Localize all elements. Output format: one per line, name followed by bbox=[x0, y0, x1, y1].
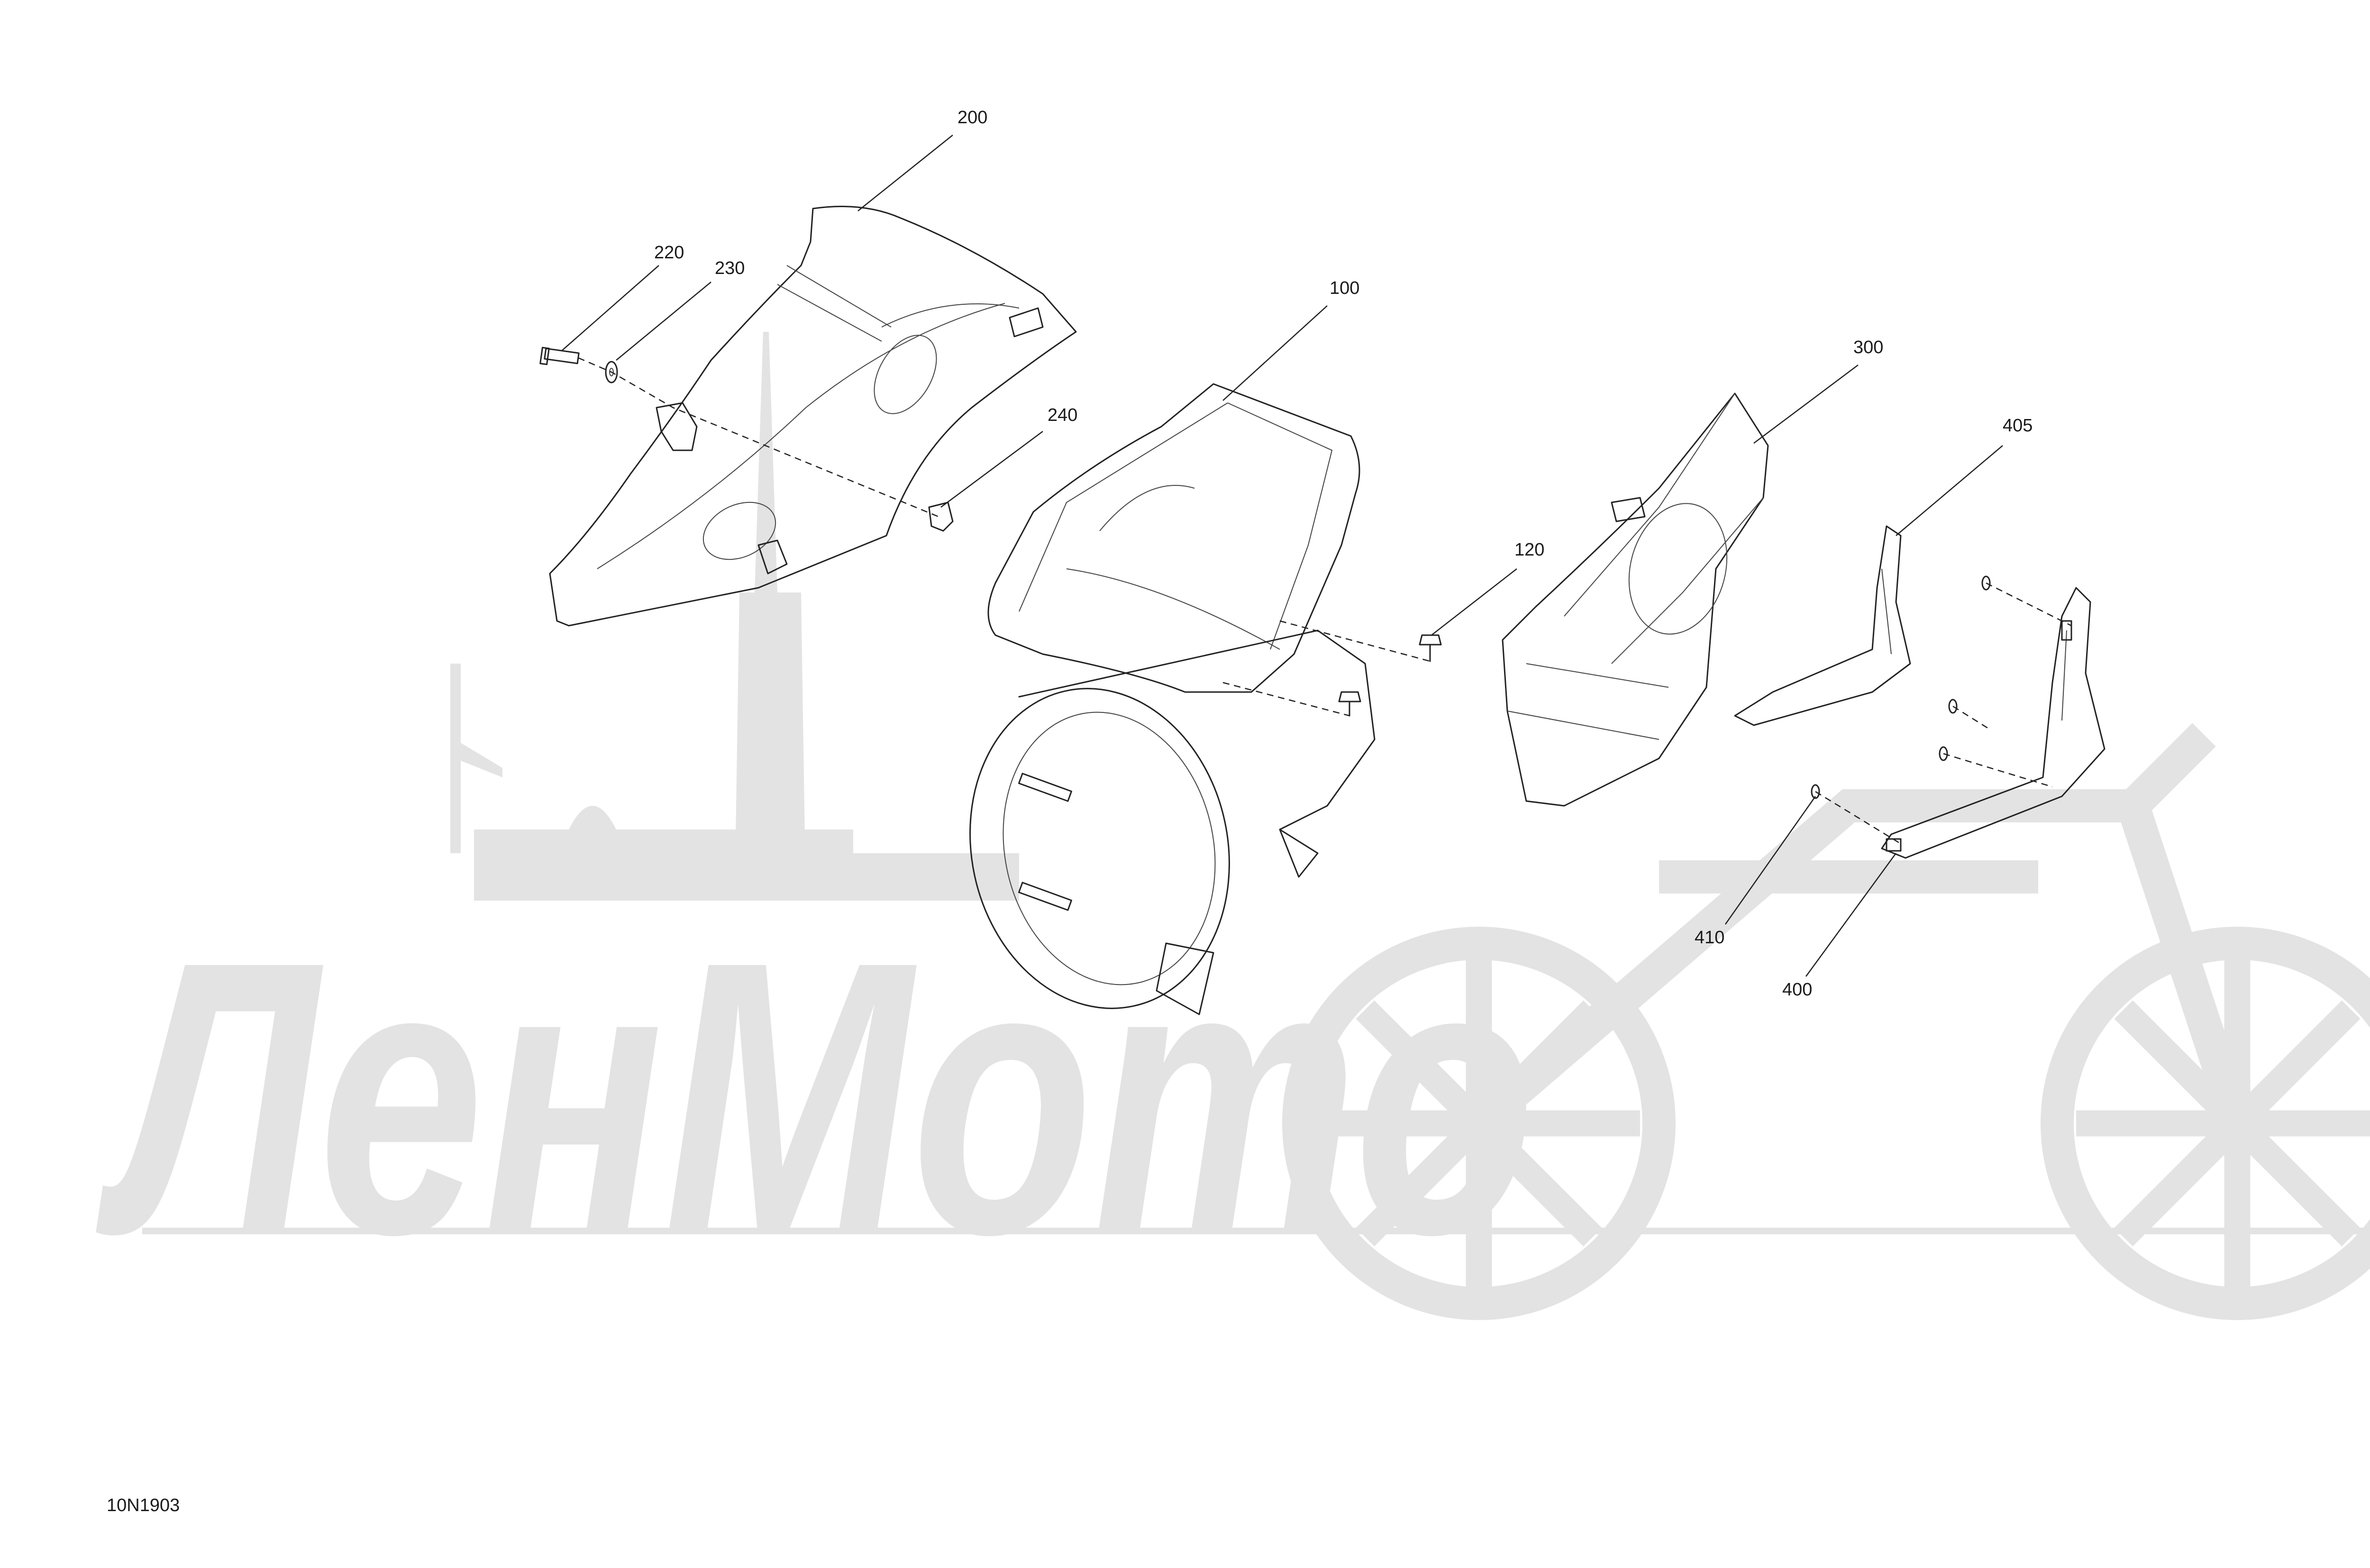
part-220-bolt bbox=[539, 346, 580, 365]
part-400-deflector bbox=[1881, 587, 2106, 859]
watermark-motorcycle bbox=[1282, 723, 2370, 1320]
watermark-text: ЛенМото bbox=[95, 881, 1536, 1315]
callout-120: 120 bbox=[1514, 540, 1544, 560]
part-120-screws bbox=[1338, 634, 1442, 717]
part-230-washer bbox=[605, 361, 618, 383]
callout-410: 410 bbox=[1695, 928, 1724, 948]
callout-labels: 200 220 230 240 100 120 300 405 410 400 bbox=[654, 108, 2033, 1000]
callout-400: 400 bbox=[1782, 980, 1812, 1000]
callout-230: 230 bbox=[715, 258, 745, 278]
leader-lines bbox=[561, 135, 2003, 977]
callout-240: 240 bbox=[1048, 405, 1077, 425]
drawing-id: 10N1903 bbox=[107, 1495, 180, 1515]
callout-100: 100 bbox=[1330, 278, 1359, 298]
watermark-skyline bbox=[450, 332, 1019, 901]
callout-300: 300 bbox=[1853, 337, 1883, 357]
watermark: ЛенМото bbox=[95, 332, 2370, 1320]
watermark-wheel-spokes bbox=[1318, 957, 2370, 1289]
part-100-fan-housing bbox=[969, 383, 1376, 1015]
part-300-airbox bbox=[1502, 392, 1769, 807]
callout-405: 405 bbox=[2003, 416, 2033, 436]
part-200-cover bbox=[549, 206, 1077, 627]
watermark-baseline bbox=[142, 1228, 2370, 1234]
assembly-lines bbox=[578, 357, 2072, 845]
callout-200: 200 bbox=[957, 108, 987, 128]
part-410-rivets bbox=[1811, 575, 1991, 799]
callout-220: 220 bbox=[654, 243, 684, 263]
part-405-deflector bbox=[1734, 525, 1911, 726]
part-240-clip bbox=[928, 501, 954, 532]
